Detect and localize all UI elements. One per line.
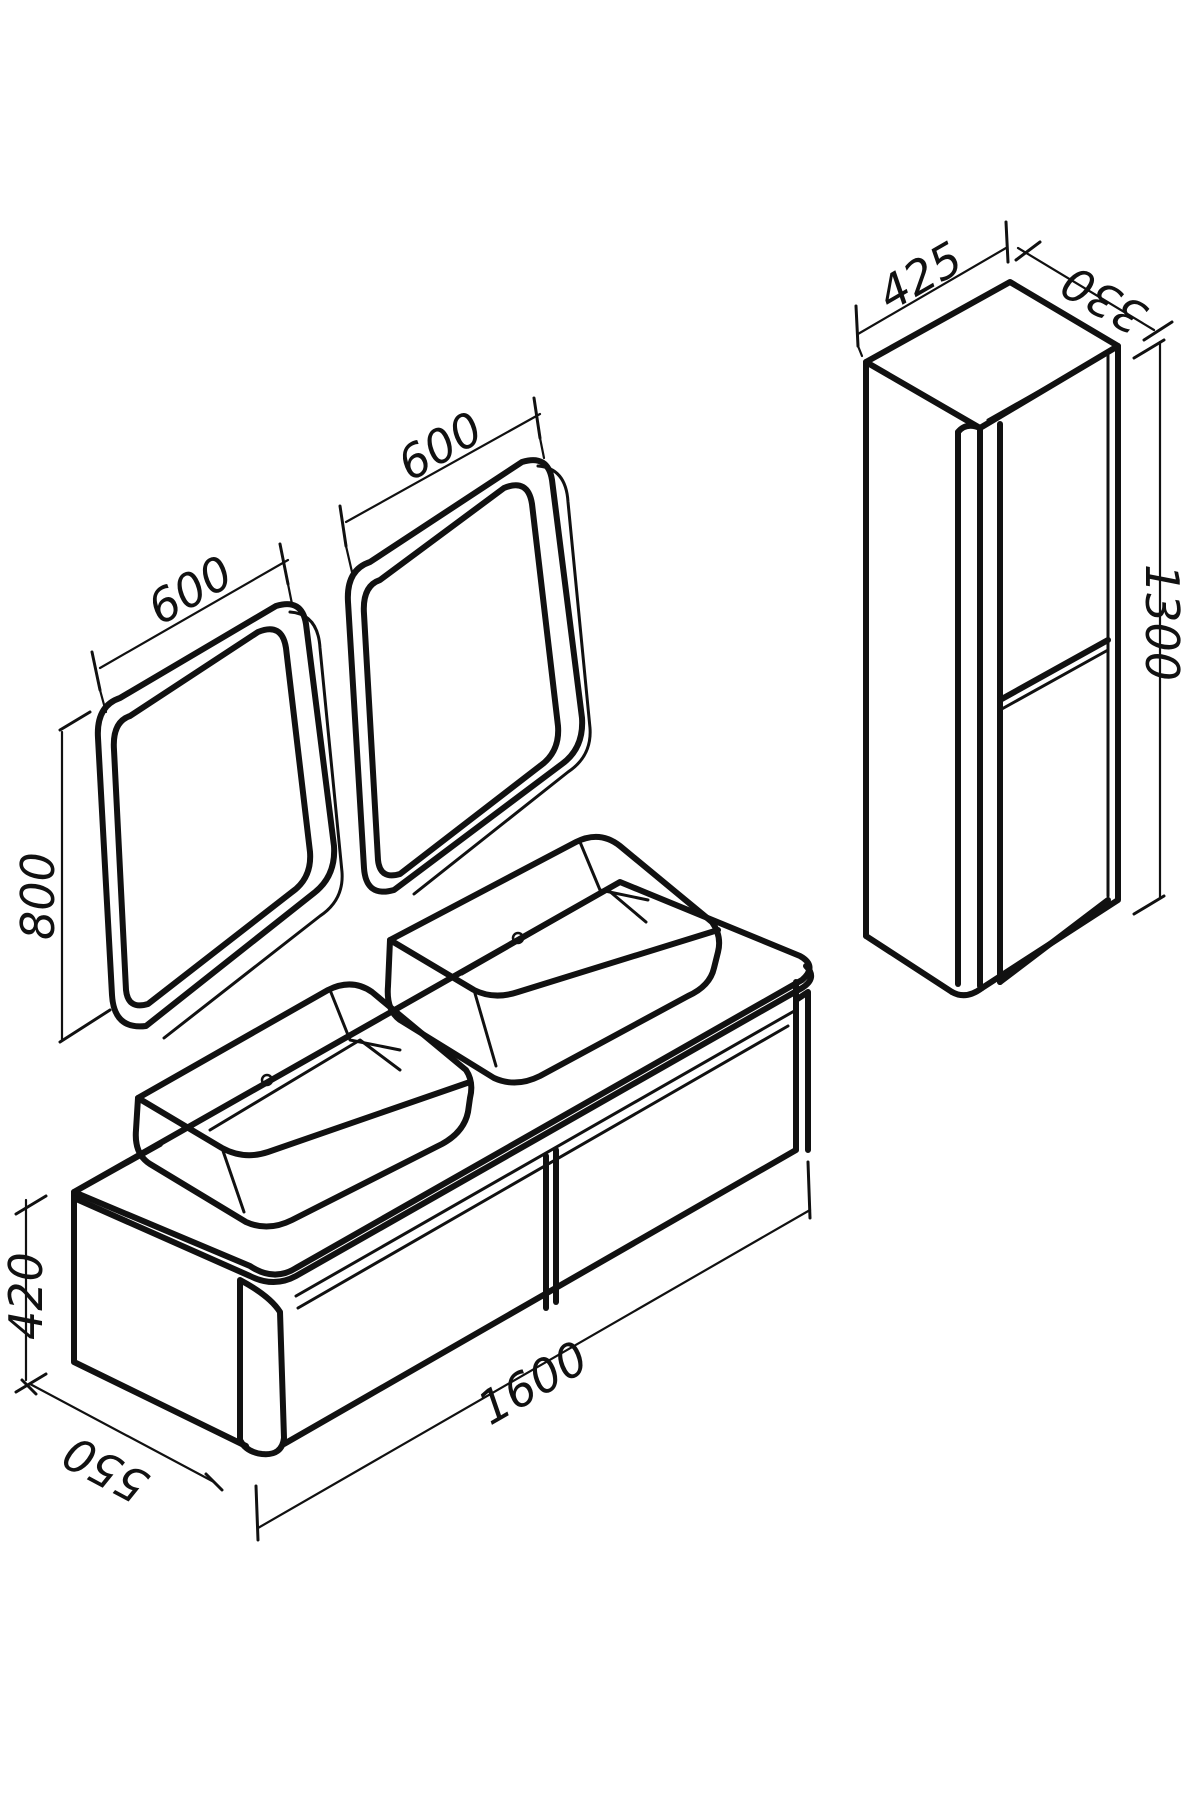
left-mirror [94,601,344,1040]
dimension-tall-height [1132,338,1166,916]
tall-cabinet [863,279,1121,999]
label-left-mirror-width: 600 [139,545,242,636]
dimension-tall-depth [1014,240,1174,342]
dimension-vanity-depth [20,1378,224,1492]
dimension-mirror-height [58,710,112,1044]
dimension-tall-width [854,220,1010,358]
vanity-cabinet [71,879,815,1458]
label-vanity-height: 420 [0,1252,53,1340]
label-tall-width: 425 [869,231,972,322]
left-basin [132,981,475,1230]
right-basin [384,833,723,1086]
label-tall-height: 1300 [1135,564,1189,681]
label-right-mirror-width: 600 [389,401,492,492]
dimension-vanity-height [14,1194,48,1394]
dimension-right-mirror-width [338,396,546,574]
label-vanity-depth: 550 [54,1425,157,1514]
label-mirror-height: 800 [11,852,65,940]
label-tall-depth: 330 [1052,255,1155,346]
right-mirror [344,457,592,896]
dimension-left-mirror-width [90,542,294,714]
label-vanity-width: 1600 [469,1330,597,1435]
dimension-vanity-width [254,1160,812,1542]
